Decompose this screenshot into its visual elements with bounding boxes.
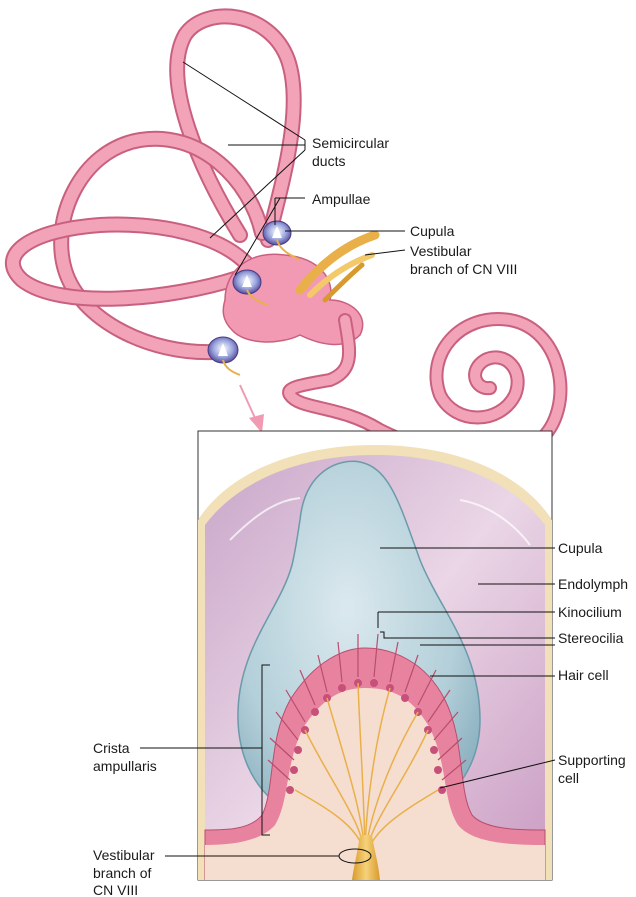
label-supporting-cell-1: Supporting [558, 752, 626, 768]
label-kinocilium: Kinocilium [558, 604, 622, 620]
label-vestibular-detail-1: Vestibular [93, 847, 155, 863]
semicircular-duct-anterior [169, 8, 302, 248]
label-supporting-cell-2: cell [558, 770, 579, 786]
vestibular-nerve-top [295, 230, 380, 303]
label-semicircular-ducts-1: Semicircular [312, 135, 389, 151]
top-leader-lines [182, 61, 406, 276]
label-cupula-top: Cupula [410, 223, 455, 239]
label-semicircular-ducts-2: ducts [312, 153, 345, 169]
label-hair-cell: Hair cell [558, 667, 609, 683]
label-stereocilia: Stereocilia [558, 630, 624, 646]
connective-tissue [205, 688, 545, 880]
label-crista-1: Crista [93, 740, 130, 756]
label-vestibular-detail-3: CN VIII [93, 882, 138, 897]
ampulla-lower [207, 336, 241, 376]
zoom-arrow [239, 384, 264, 433]
label-endolymph: Endolymph [558, 576, 628, 592]
label-ampullae: Ampullae [312, 191, 371, 207]
label-vestibular-detail-2: branch of [93, 865, 151, 881]
stereocilia [267, 633, 467, 781]
label-vestibular-top-1: Vestibular [410, 243, 472, 259]
semicircular-duct-posterior [53, 130, 270, 361]
ampulla-upper [262, 220, 301, 261]
detail-leader-lines [140, 547, 556, 864]
vestibular-nerve-trunk [352, 835, 380, 880]
label-vestibular-top-2: branch of CN VIII [410, 261, 517, 277]
membranous-labyrinth [4, 8, 568, 464]
hair-cells [286, 679, 446, 794]
ampulla-middle [232, 269, 269, 306]
label-crista-2: ampullaris [93, 758, 157, 774]
crista-detail-panel [197, 430, 553, 881]
cochlear-duct [282, 312, 568, 464]
label-cupula-detail: Cupula [558, 540, 603, 556]
semicircular-duct-lateral [4, 216, 256, 307]
